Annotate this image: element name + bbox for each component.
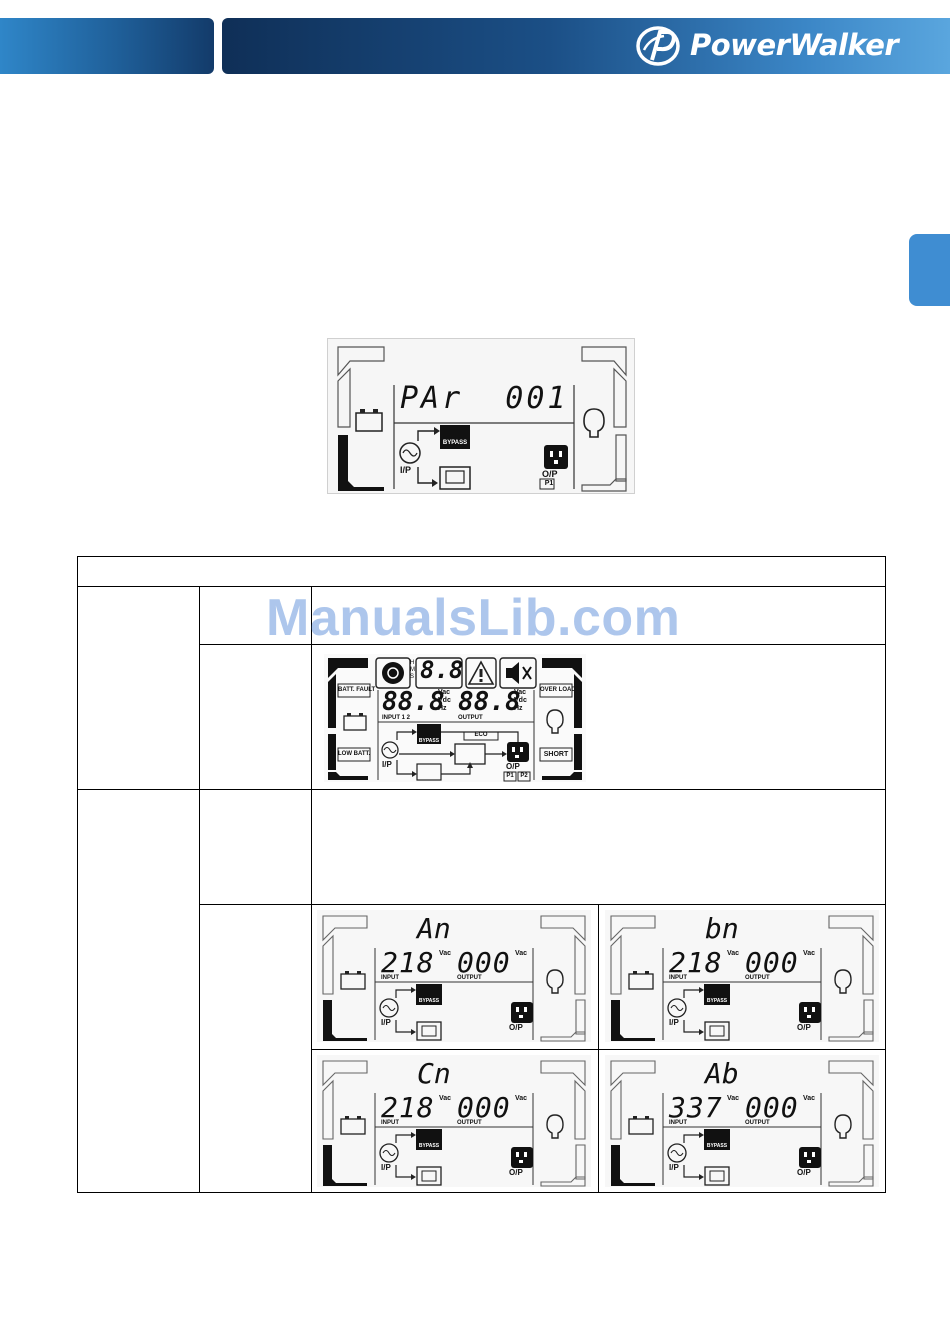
table-border-top: [77, 556, 886, 557]
brand-name: PowerWalker: [690, 28, 899, 62]
lcd-display-parameter: PAr 001 BYPASS I/P O/P P1: [327, 338, 635, 494]
table-row-divider: [199, 644, 886, 645]
table-border-right: [885, 556, 886, 1193]
lcd-page-label: P1: [544, 480, 554, 487]
lcd-batt-fault: BATT. FAULT: [338, 687, 376, 693]
lcd-output-unit: Vac: [515, 950, 528, 957]
lcd-over-load: OVER LOAD: [540, 687, 576, 693]
lcd-op-label: O/P: [797, 1023, 811, 1032]
lcd-bypass-label: BYPASS: [418, 998, 440, 1004]
lcd-low-batt: LOW BATT.: [338, 751, 371, 757]
lcd-output-label: O/P: [542, 469, 558, 479]
lcd-output-value: 000: [745, 1091, 799, 1124]
lcd-ip-label: I/P: [381, 1018, 391, 1027]
section-tab: [909, 234, 950, 306]
table-col-divider: [199, 586, 200, 1193]
lcd-code: An: [417, 912, 451, 945]
lcd-output-label: OUTPUT: [457, 1120, 482, 1126]
table-border-bottom: [77, 1192, 886, 1193]
brand-logo: PowerWalker: [634, 24, 944, 68]
lcd-input-label: INPUT: [381, 1120, 399, 1126]
lcd-input-label: INPUT: [381, 975, 399, 981]
lcd-code: Cn: [417, 1057, 451, 1090]
header-bar-right: [222, 18, 950, 74]
lcd-output-label: OUTPUT: [458, 715, 483, 721]
lcd-input-value: 218: [381, 946, 435, 979]
table-row-divider: [77, 789, 886, 790]
lcd-output-value: 000: [457, 946, 511, 979]
lcd-output-unit: Vac: [515, 1095, 528, 1102]
table-row-divider: [199, 904, 886, 905]
lcd-input-label: I/P: [400, 465, 412, 475]
lcd-code: bn: [705, 912, 739, 945]
table-col-divider: [311, 586, 312, 1193]
lcd-output-label: OUTPUT: [745, 975, 770, 981]
lcd-input-unit: Vac: [439, 1095, 452, 1102]
lcd-input-unit: Vac: [727, 950, 740, 957]
lcd-output-label: OUTPUT: [457, 975, 482, 981]
lcd-time-value: 8.8: [420, 656, 464, 684]
lcd-p2-label: P2: [520, 773, 528, 779]
lcd-op-label: O/P: [797, 1168, 811, 1177]
lcd-p1-label: P1: [506, 773, 514, 779]
lcd-short: SHORT: [543, 751, 569, 758]
lcd-ip-label: I/P: [669, 1163, 679, 1172]
lcd-bypass-label: BYPASS: [418, 1143, 440, 1149]
lcd-eco-label: ECO: [474, 732, 488, 738]
lcd-input-value: 337: [669, 1091, 723, 1124]
lcd-input-value: 218: [669, 946, 723, 979]
lcd-code: Ab: [705, 1057, 739, 1090]
lcd-bypass-label: BYPASS: [442, 440, 468, 446]
lcd-output-unit: Vac: [803, 1095, 816, 1102]
lcd-time-units: H M S: [410, 660, 415, 680]
table-row-divider: [77, 586, 886, 587]
powerwalker-logo-icon: [636, 26, 680, 66]
table-col-divider: [598, 904, 599, 1193]
lcd-op-label: O/P: [509, 1168, 523, 1177]
lcd-main-text: PAr 001: [400, 381, 569, 416]
lcd-ip-label: I/P: [382, 760, 392, 769]
lcd-output-value: 88.8: [458, 687, 521, 717]
lcd-input-value: 88.8: [382, 687, 445, 717]
lcd-display-full: 8.8 H M S BATT. FAULT LOW BATT. OVER LOA…: [324, 654, 586, 782]
lcd-input-unit: Vac: [727, 1095, 740, 1102]
watermark: ManualsLib.com: [266, 589, 681, 647]
lcd-input-value: 218: [381, 1091, 435, 1124]
header-bar-left: [0, 18, 214, 74]
lcd-output-unit: Vac: [803, 950, 816, 957]
lcd-output-label: OUTPUT: [745, 1120, 770, 1126]
lcd-input-label: INPUT: [669, 975, 687, 981]
lcd-ip-label: I/P: [381, 1163, 391, 1172]
lcd-bypass-label: BYPASS: [418, 738, 440, 744]
lcd-op-label: O/P: [509, 1023, 523, 1032]
lcd-output-value: 000: [457, 1091, 511, 1124]
lcd-bypass-label: BYPASS: [706, 1143, 728, 1149]
lcd-input-label: INPUT: [669, 1120, 687, 1126]
lcd-bypass-label: BYPASS: [706, 998, 728, 1004]
lcd-input-unit: Vac: [439, 950, 452, 957]
lcd-op-label: O/P: [506, 762, 520, 771]
lcd-input-label: INPUT 1 2: [382, 715, 411, 721]
lcd-ip-label: I/P: [669, 1018, 679, 1027]
table-border-left: [77, 556, 78, 1193]
lcd-output-value: 000: [745, 946, 799, 979]
